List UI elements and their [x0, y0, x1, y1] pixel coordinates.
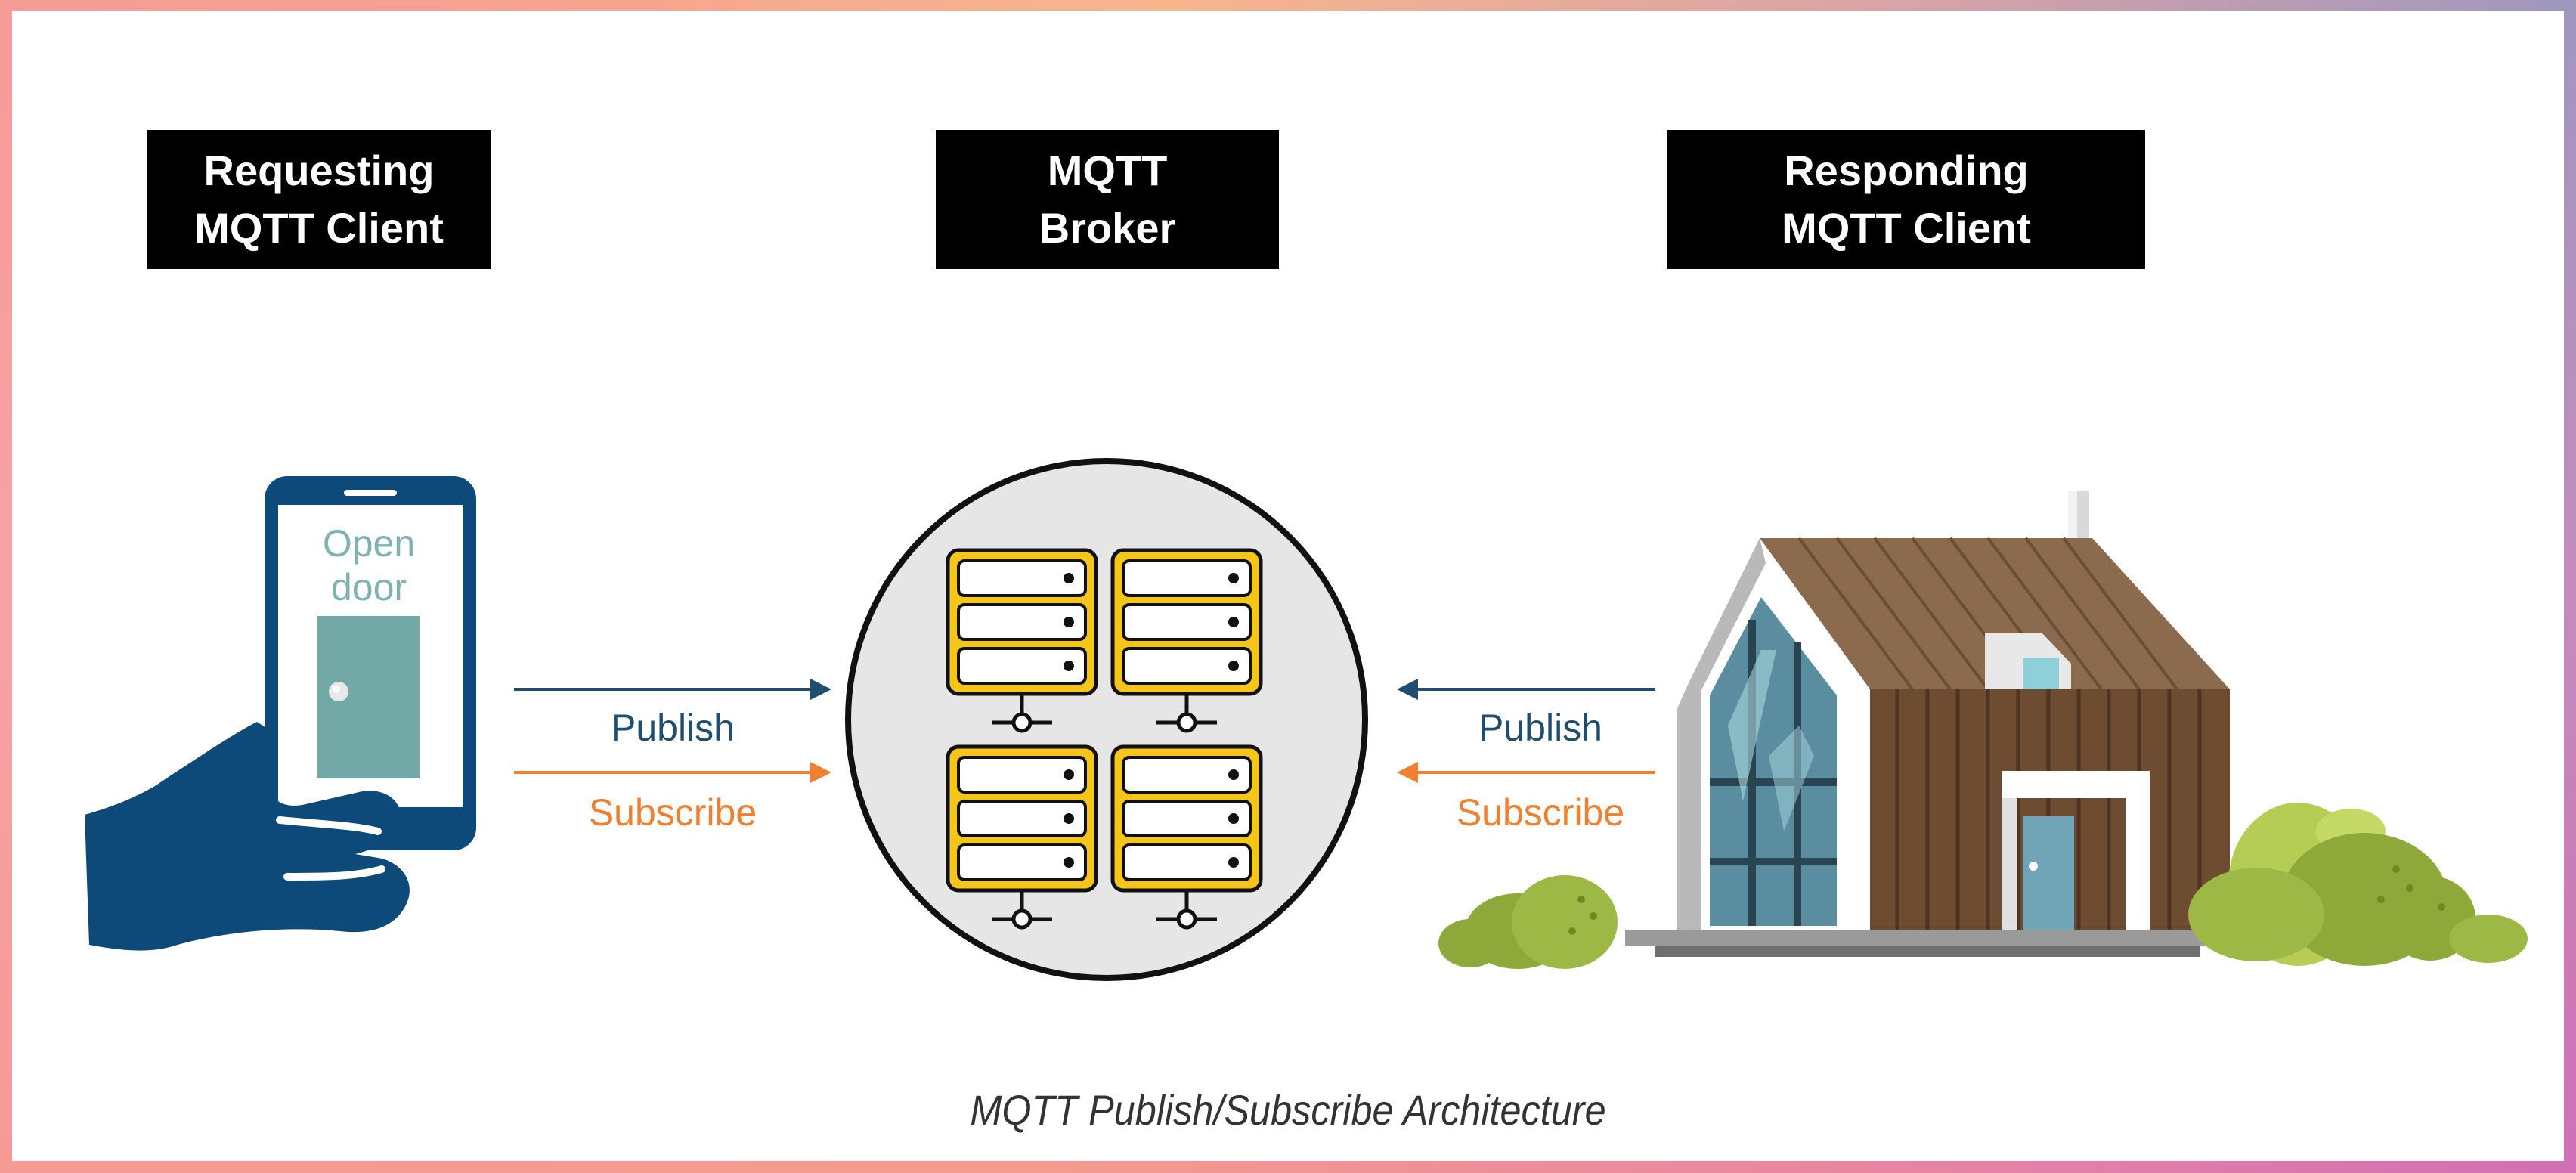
- broker-label: MQTT Broker: [936, 130, 1279, 269]
- requesting-client-label: Requesting MQTT Client: [147, 130, 491, 269]
- broker-circle: [845, 458, 1368, 981]
- left-publish-arrow: [514, 679, 831, 700]
- responding-line-1: Responding: [1784, 147, 2029, 194]
- left-subscribe-label: Subscribe: [588, 791, 757, 834]
- house-icon: [1438, 491, 2528, 969]
- responding-client-label: Responding MQTT Client: [1667, 130, 2145, 269]
- right-publish-label: Publish: [1478, 707, 1602, 749]
- requesting-line-1: Requesting: [203, 147, 435, 194]
- figure-caption: MQTT Publish/Subscribe Architecture: [970, 1086, 1606, 1134]
- right-subscribe-label: Subscribe: [1456, 791, 1625, 834]
- right-publish-arrow: [1397, 679, 1655, 700]
- requesting-line-2: MQTT Client: [194, 204, 444, 252]
- bush-left: [1438, 875, 1618, 969]
- responding-line-2: MQTT Client: [1782, 204, 2031, 252]
- bush-right: [2188, 803, 2528, 966]
- smartphone-hand-icon: [85, 476, 476, 951]
- left-publish-label: Publish: [611, 707, 735, 749]
- phone-text-line-2: door: [330, 566, 407, 608]
- broker-line-2: Broker: [1039, 204, 1176, 252]
- phone-screen-text: Open door: [293, 522, 444, 609]
- broker-line-1: MQTT: [1047, 147, 1168, 194]
- left-subscribe-arrow: [514, 762, 831, 783]
- phone-text-line-1: Open: [322, 522, 416, 565]
- right-subscribe-arrow: [1397, 762, 1655, 783]
